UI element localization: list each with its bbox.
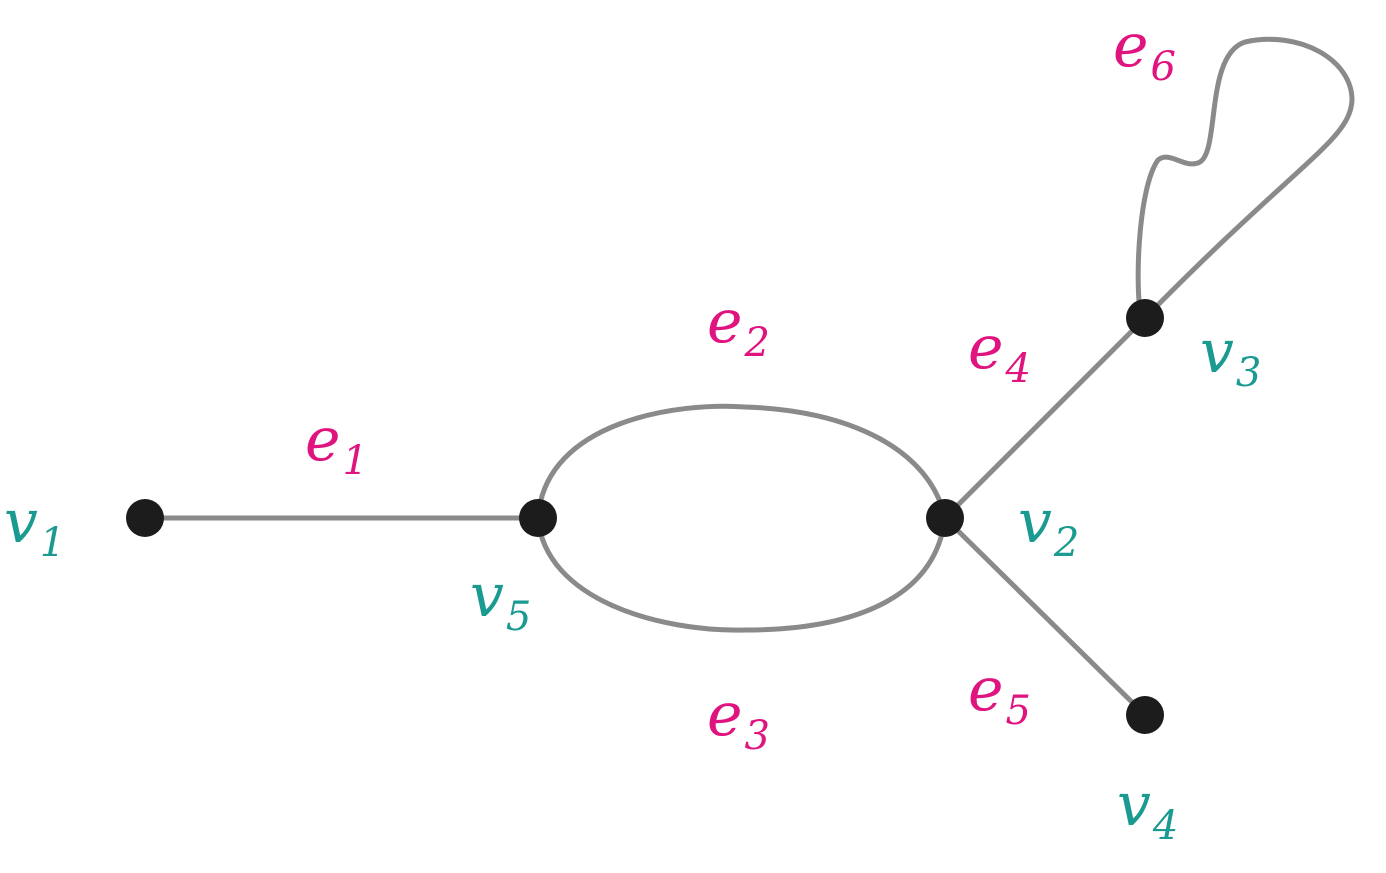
edge-label-e5: e5 xyxy=(968,655,1031,734)
edge-e3 xyxy=(535,515,948,633)
edge-label-e3: e3 xyxy=(707,680,770,759)
vertex-label-v2: v2 xyxy=(1018,487,1080,566)
edge-label-e2: e2 xyxy=(707,287,770,366)
vertex-label-v1: v1 xyxy=(4,487,66,566)
vertex-v5 xyxy=(519,499,557,537)
edge-e4 xyxy=(942,315,1148,521)
vertex-label-v3: v3 xyxy=(1200,317,1262,396)
vertex-v3 xyxy=(1126,299,1164,337)
edge-label-e6: e6 xyxy=(1113,11,1176,90)
edge-e6 xyxy=(1135,36,1355,321)
edge-label-e1: e1 xyxy=(305,405,368,484)
vertex-v2 xyxy=(926,499,964,537)
vertex-v1 xyxy=(126,499,164,537)
edge-label-e4: e4 xyxy=(968,313,1031,392)
edge-e2 xyxy=(535,403,948,521)
vertex-label-v5: v5 xyxy=(470,561,532,640)
vertex-label-v4: v4 xyxy=(1117,770,1179,849)
edge-e5 xyxy=(942,515,1148,718)
vertex-v4 xyxy=(1126,696,1164,734)
